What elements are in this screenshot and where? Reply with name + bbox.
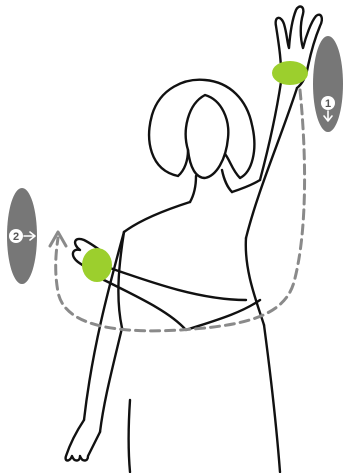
neck-left (190, 176, 196, 202)
position-marker-1: 1 (313, 36, 343, 132)
hanging-hand (66, 420, 100, 461)
movement-path (56, 90, 305, 331)
position-marker-2: 2 (7, 188, 37, 284)
wrist-band-left (82, 248, 112, 282)
torso-lower-right (264, 325, 280, 472)
crossing-arm-lower (104, 280, 260, 330)
neck-right (222, 170, 232, 192)
face (186, 95, 229, 178)
shoulder-right (232, 180, 260, 192)
wrist-band-top (272, 61, 308, 85)
crossing-arm-upper (110, 268, 246, 300)
marker-1-number: 1 (325, 98, 331, 110)
torso-right (246, 238, 264, 325)
torso-lower-left (129, 400, 131, 472)
shoulder-left (124, 202, 190, 232)
hair (149, 80, 254, 178)
marker-2-number: 2 (13, 231, 19, 243)
raised-arm-inner (246, 88, 297, 238)
hanging-arm-inner (100, 328, 122, 432)
